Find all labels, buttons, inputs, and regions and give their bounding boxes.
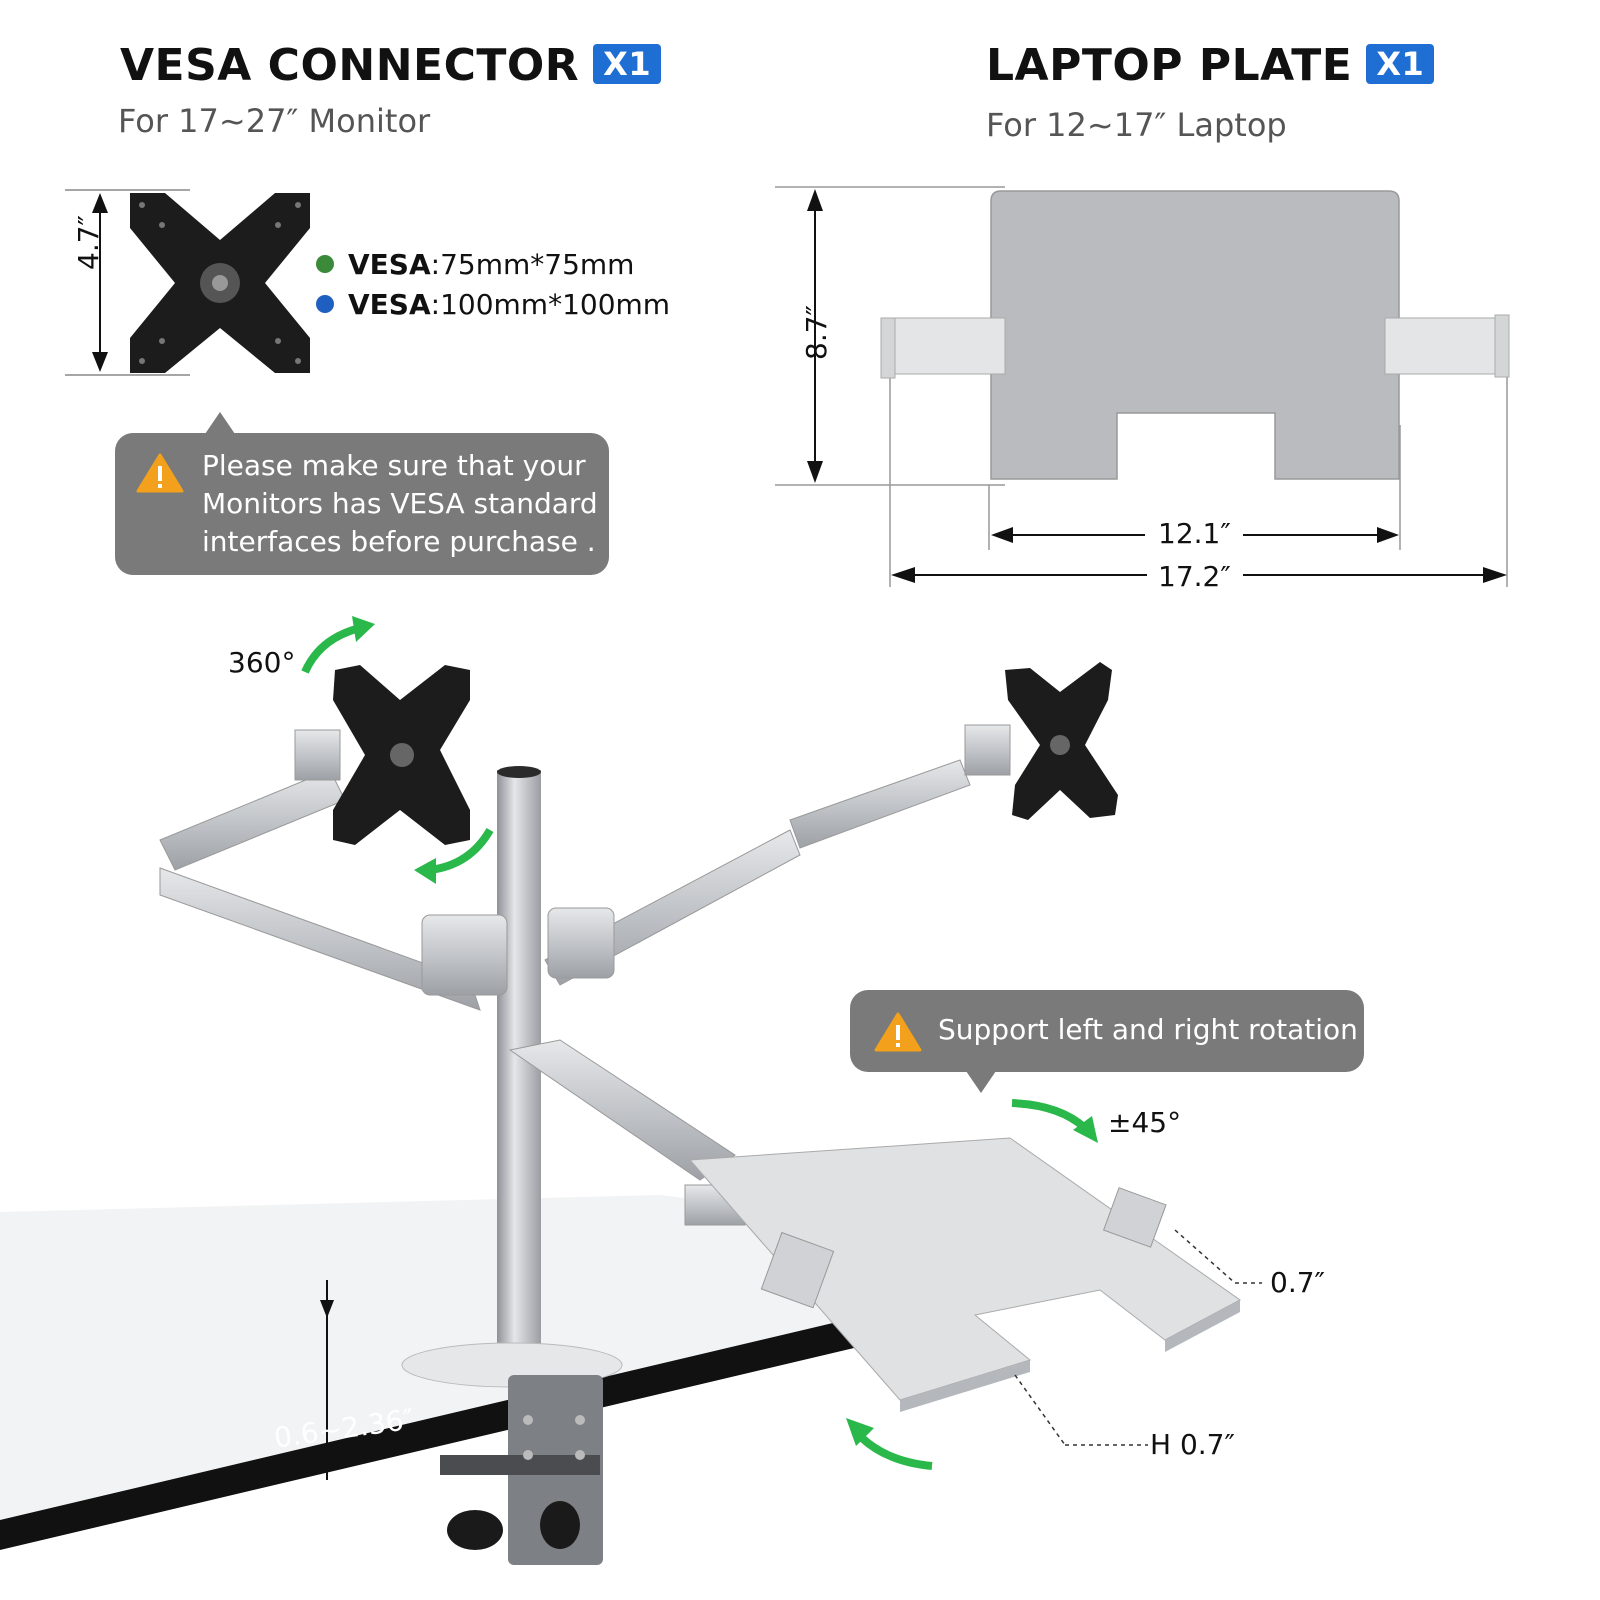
laptop-height-dimension: 8.7″ bbox=[800, 305, 833, 360]
laptop-quantity-badge: X1 bbox=[1366, 44, 1435, 84]
laptop-plate-shape bbox=[990, 190, 1400, 480]
laptop-plate-diagram bbox=[775, 186, 1510, 587]
laptop-plate-title-text: LAPTOP PLATE bbox=[986, 40, 1353, 91]
vesa-spec-75: VESA:75mm*75mm bbox=[316, 248, 634, 281]
blue-dot-icon bbox=[316, 295, 334, 313]
vesa-note-line-2: Monitors has VESA standard bbox=[202, 487, 598, 520]
rotation-note-pointer bbox=[966, 1071, 996, 1093]
laptop-tray bbox=[688, 1137, 1241, 1401]
rotation-note-text: Support left and right rotation bbox=[938, 1013, 1358, 1046]
lip-height-label: H 0.7″ bbox=[1150, 1428, 1235, 1461]
vesa-note-pointer bbox=[205, 412, 235, 434]
warning-icon bbox=[874, 1012, 922, 1052]
vesa-connector-title: VESA CONNECTOR X1 bbox=[120, 40, 662, 91]
vesa-plate-diagram bbox=[65, 189, 310, 376]
vesa-warning-note: Please make sure that your Monitors has … bbox=[115, 433, 609, 575]
laptop-inner-width: 12.1″ bbox=[1158, 517, 1231, 550]
vesa-quantity-badge: X1 bbox=[593, 44, 662, 84]
vesa-note-line-3: interfaces before purchase . bbox=[202, 525, 596, 558]
vesa-spec-100: VESA:100mm*100mm bbox=[316, 288, 670, 321]
rotation-label: 360° bbox=[228, 646, 296, 679]
monitor-arm-illustration bbox=[0, 616, 1262, 1565]
laptop-plate-title: LAPTOP PLATE X1 bbox=[986, 40, 1435, 91]
vesa-note-line-1: Please make sure that your bbox=[202, 449, 586, 482]
warning-icon bbox=[136, 453, 184, 493]
tilt-label: ±45° bbox=[1108, 1106, 1182, 1139]
side-height-label: 0.7″ bbox=[1270, 1266, 1325, 1299]
desk-edge bbox=[0, 1300, 930, 1550]
vesa-connector-title-text: VESA CONNECTOR bbox=[120, 40, 580, 91]
laptop-outer-width: 17.2″ bbox=[1158, 560, 1231, 593]
rotation-warning-note: Support left and right rotation bbox=[850, 990, 1364, 1072]
laptop-plate-subtitle: For 12~17″ Laptop bbox=[986, 106, 1287, 144]
green-dot-icon bbox=[316, 255, 334, 273]
vesa-connector-subtitle: For 17~27″ Monitor bbox=[118, 102, 431, 140]
vesa-height-dimension: 4.7″ bbox=[72, 215, 105, 270]
